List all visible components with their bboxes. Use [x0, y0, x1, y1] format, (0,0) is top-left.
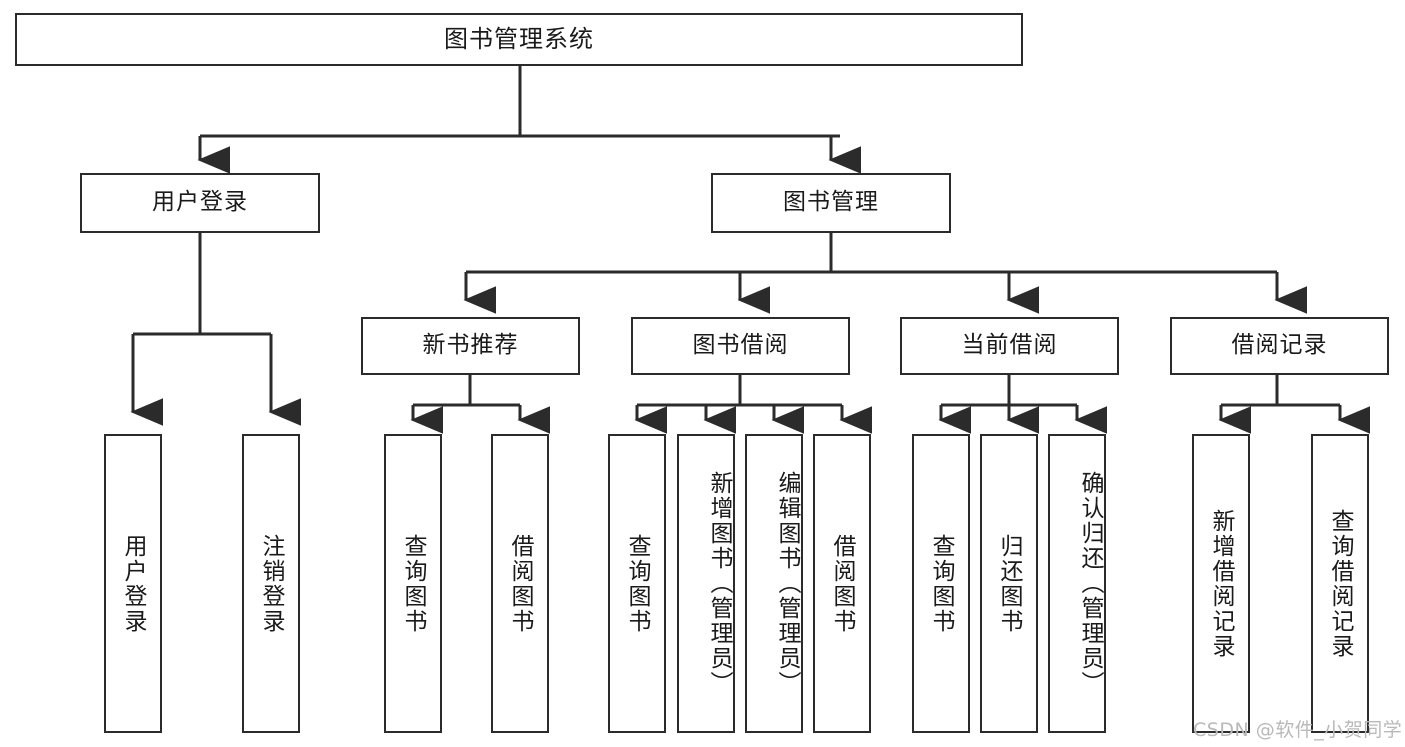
node-user-login[interactable]: 用户登录 — [80, 173, 320, 233]
node-label: 借阅图书 — [829, 533, 856, 634]
leaf-borrow-book-recommend[interactable]: 借阅图书 — [491, 434, 549, 733]
node-label: 借阅图书 — [507, 533, 534, 634]
node-label: 查询图书 — [400, 533, 427, 634]
node-borrow-record[interactable]: 借阅记录 — [1170, 317, 1389, 375]
node-label: 图书借阅 — [692, 332, 789, 359]
leaf-edit-book-admin[interactable]: 编辑图书（管理员） — [745, 434, 803, 733]
leaf-query-book-borrow[interactable]: 查询图书 — [608, 434, 666, 733]
node-label: 新增图书（管理员） — [706, 471, 732, 696]
leaf-query-borrow-record[interactable]: 查询借阅记录 — [1311, 434, 1369, 733]
node-label: 确认归还（管理员） — [1077, 471, 1103, 696]
node-label: 查询图书 — [928, 533, 955, 634]
node-label: 新增借阅记录 — [1208, 508, 1235, 659]
node-new-book-recommend[interactable]: 新书推荐 — [361, 317, 580, 375]
node-label: 查询图书 — [624, 533, 651, 634]
csdn-watermark: CSDN @软件_小贺同学 — [1193, 719, 1403, 741]
node-label: 图书管理 — [783, 189, 879, 216]
leaf-confirm-return-admin[interactable]: 确认归还（管理员） — [1048, 434, 1106, 733]
node-label: 图书管理系统 — [444, 25, 594, 54]
leaf-user-login[interactable]: 用户登录 — [104, 434, 162, 733]
node-label: 注销登录 — [258, 533, 285, 634]
node-label: 新书推荐 — [422, 332, 519, 359]
node-current-borrow[interactable]: 当前借阅 — [900, 317, 1119, 375]
leaf-logout[interactable]: 注销登录 — [242, 434, 300, 733]
node-root-book-management-system[interactable]: 图书管理系统 — [15, 13, 1023, 66]
leaf-add-book-admin[interactable]: 新增图书（管理员） — [677, 434, 735, 733]
node-book-borrow[interactable]: 图书借阅 — [631, 317, 850, 375]
leaf-return-book[interactable]: 归还图书 — [980, 434, 1038, 733]
leaf-add-borrow-record[interactable]: 新增借阅记录 — [1192, 434, 1250, 733]
leaf-query-book-recommend[interactable]: 查询图书 — [384, 434, 442, 733]
node-label: 用户登录 — [120, 533, 147, 634]
node-book-management[interactable]: 图书管理 — [711, 173, 951, 233]
node-label: 查询借阅记录 — [1327, 508, 1354, 659]
leaf-query-book-current[interactable]: 查询图书 — [912, 434, 970, 733]
leaf-borrow-book-borrow[interactable]: 借阅图书 — [813, 434, 871, 733]
node-label: 归还图书 — [996, 533, 1023, 634]
node-label: 当前借阅 — [961, 332, 1058, 359]
node-label: 借阅记录 — [1231, 332, 1328, 359]
node-label: 用户登录 — [152, 189, 248, 216]
node-label: 编辑图书（管理员） — [774, 471, 800, 696]
